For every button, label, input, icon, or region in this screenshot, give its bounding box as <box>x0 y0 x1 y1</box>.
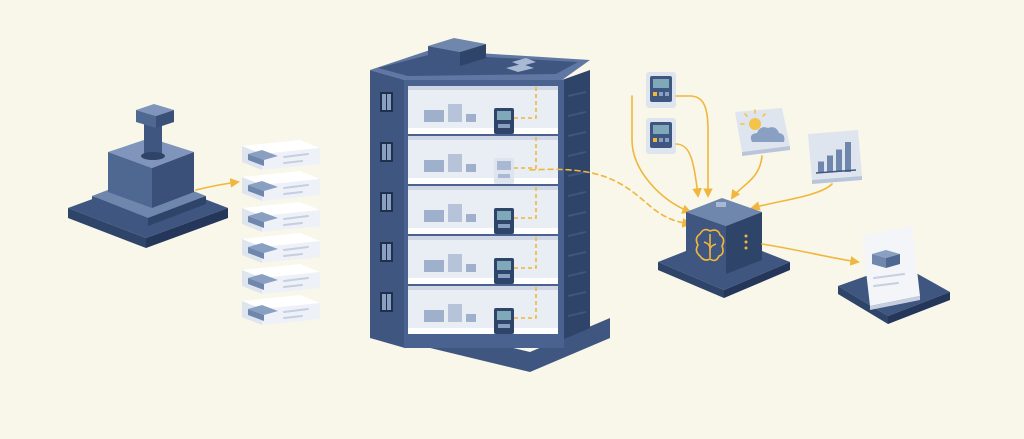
brain-chip-icon <box>658 198 790 298</box>
facade-stripe <box>567 131 587 137</box>
building-floor <box>408 234 558 284</box>
record-card <box>242 171 320 201</box>
record-card <box>242 295 320 325</box>
smart-meter-icon <box>494 258 514 284</box>
report-card-icon <box>838 226 950 324</box>
facade-stripe <box>567 111 587 117</box>
smart-meter-icon <box>494 208 514 234</box>
record-card <box>242 233 320 263</box>
smart-meter-icon <box>494 308 514 334</box>
building-right-facade <box>567 91 587 317</box>
building-floor <box>408 284 558 334</box>
flow-arrow-ai-to-report <box>761 243 860 266</box>
side-window <box>380 92 393 112</box>
industrial-press-icon <box>68 104 228 248</box>
chart-bar <box>827 155 833 172</box>
chart-bar <box>836 149 842 172</box>
building-side-windows <box>380 92 393 312</box>
facade-stripe <box>567 151 587 157</box>
facade-stripe <box>567 231 587 237</box>
meter-display-icon <box>646 72 676 108</box>
side-window <box>380 142 393 162</box>
meter-wire <box>514 84 537 119</box>
smart-meter-icon <box>494 108 514 134</box>
building-floor <box>408 184 558 234</box>
facade-stripe <box>567 271 587 277</box>
side-window <box>380 292 393 312</box>
building-floor <box>408 84 558 134</box>
side-window <box>380 242 393 262</box>
side-window <box>380 192 393 212</box>
apartment-building-icon <box>370 38 610 372</box>
meter-wire <box>514 284 537 319</box>
record-card <box>242 264 320 294</box>
facade-stripe <box>567 291 587 297</box>
building-floors <box>408 84 558 334</box>
record-stack-icon <box>242 140 320 325</box>
facade-stripe <box>567 171 587 177</box>
flow-arrow-building-to-ai <box>529 168 692 228</box>
flow-arrows-inputs-to-ai <box>631 95 833 214</box>
record-card <box>242 202 320 232</box>
facade-stripe <box>567 211 587 217</box>
building-floor <box>408 134 558 184</box>
smart-meter-icon <box>494 158 514 184</box>
meter-wire <box>514 184 537 219</box>
chart-baseline <box>815 169 857 174</box>
facade-stripe <box>567 91 587 97</box>
meter-display-icon <box>646 118 676 154</box>
meter-wire <box>514 134 537 169</box>
chart-bar <box>818 161 824 172</box>
sun-cloud-icon <box>735 108 790 156</box>
chart-bar <box>845 142 851 172</box>
facade-stripe <box>567 251 587 257</box>
flow-arrow-machine-to-records <box>195 178 240 191</box>
facade-stripe <box>567 191 587 197</box>
facade-stripe <box>567 311 587 317</box>
bar-chart-icon <box>808 130 862 184</box>
meter-wire <box>514 234 537 269</box>
meter-display-icons <box>646 72 676 154</box>
record-card <box>242 140 320 170</box>
